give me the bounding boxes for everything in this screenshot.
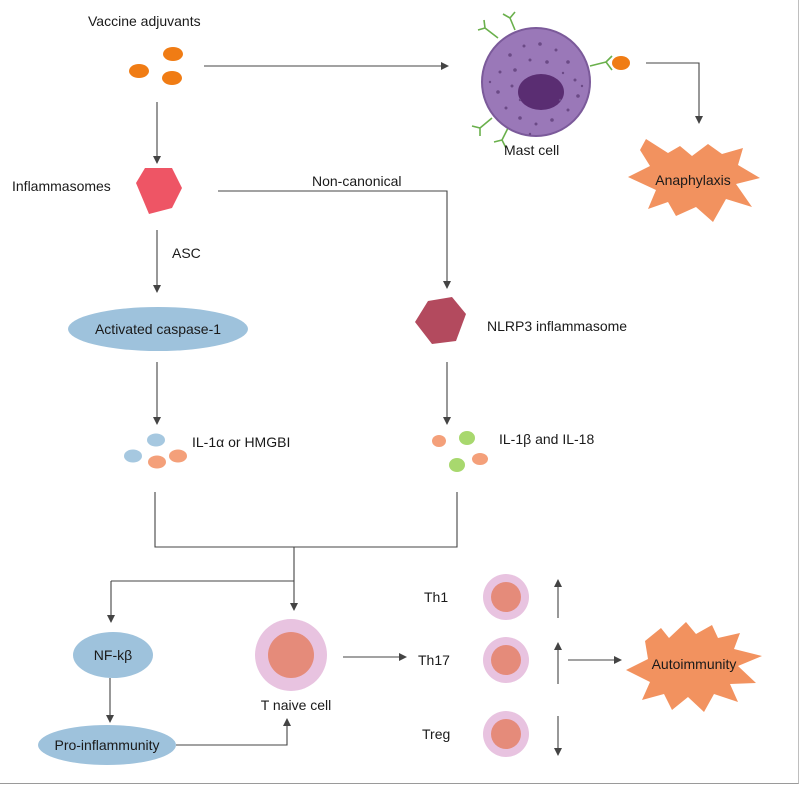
nfkb-label: NF-kβ [93, 647, 133, 663]
il1a-hmgbi-label: IL-1α or HMGBI [192, 434, 291, 450]
il1a-hmgbi-cytokines [124, 433, 187, 469]
adjuvant-particle [163, 47, 183, 61]
th17-label: Th17 [418, 652, 450, 668]
activated-caspase-ellipse [68, 307, 248, 351]
autoimmunity-label: Autoimmunity [651, 656, 737, 672]
connectors [106, 62, 703, 756]
nfkb-ellipse [73, 632, 153, 678]
asc-label: ASC [172, 245, 201, 261]
t-naive-cell [255, 619, 327, 691]
autoimmunity-burst [626, 622, 762, 712]
mast-cell-illustration [471, 11, 613, 149]
nlrp3-label: NLRP3 inflammasome [487, 318, 628, 334]
il1b-il18-cytokines [432, 431, 488, 472]
arrow-mastcell-to-anaphylaxis [646, 62, 703, 124]
vaccine-adjuvants-label: Vaccine adjuvants [88, 13, 201, 29]
inflammasome-hexagon [136, 168, 182, 214]
th1-label: Th1 [424, 589, 449, 605]
mast-cell-label: Mast cell [504, 142, 560, 158]
treg-label: Treg [422, 726, 451, 742]
adjuvant-particle [129, 64, 149, 78]
th1-cell [483, 574, 529, 620]
arrow-noncanonical [218, 190, 451, 289]
vaccine-adjuvant-particles [129, 47, 183, 85]
non-canonical-label: Non-canonical [312, 173, 402, 189]
adjuvant-particle [162, 71, 182, 85]
merge-line [154, 492, 458, 548]
il1b-il18-label: IL-1β and IL-18 [499, 431, 595, 447]
nlrp3-hexagon [415, 297, 466, 344]
anaphylaxis-label: Anaphylaxis [655, 172, 731, 188]
th17-cell [483, 637, 529, 683]
inflammasomes-label: Inflammasomes [12, 178, 111, 194]
arrow-proinflammunity-to-tnaive [176, 718, 291, 746]
activated-caspase-label: Activated caspase-1 [94, 321, 222, 337]
pro-inflammunity-label: Pro-inflammunity [54, 737, 160, 753]
anaphylaxis-burst [628, 139, 760, 222]
t-naive-cell-label: T naive cell [260, 697, 332, 713]
pro-inflammunity-ellipse [38, 725, 176, 765]
treg-cell [483, 711, 529, 757]
bound-adjuvant-particle [612, 56, 630, 70]
